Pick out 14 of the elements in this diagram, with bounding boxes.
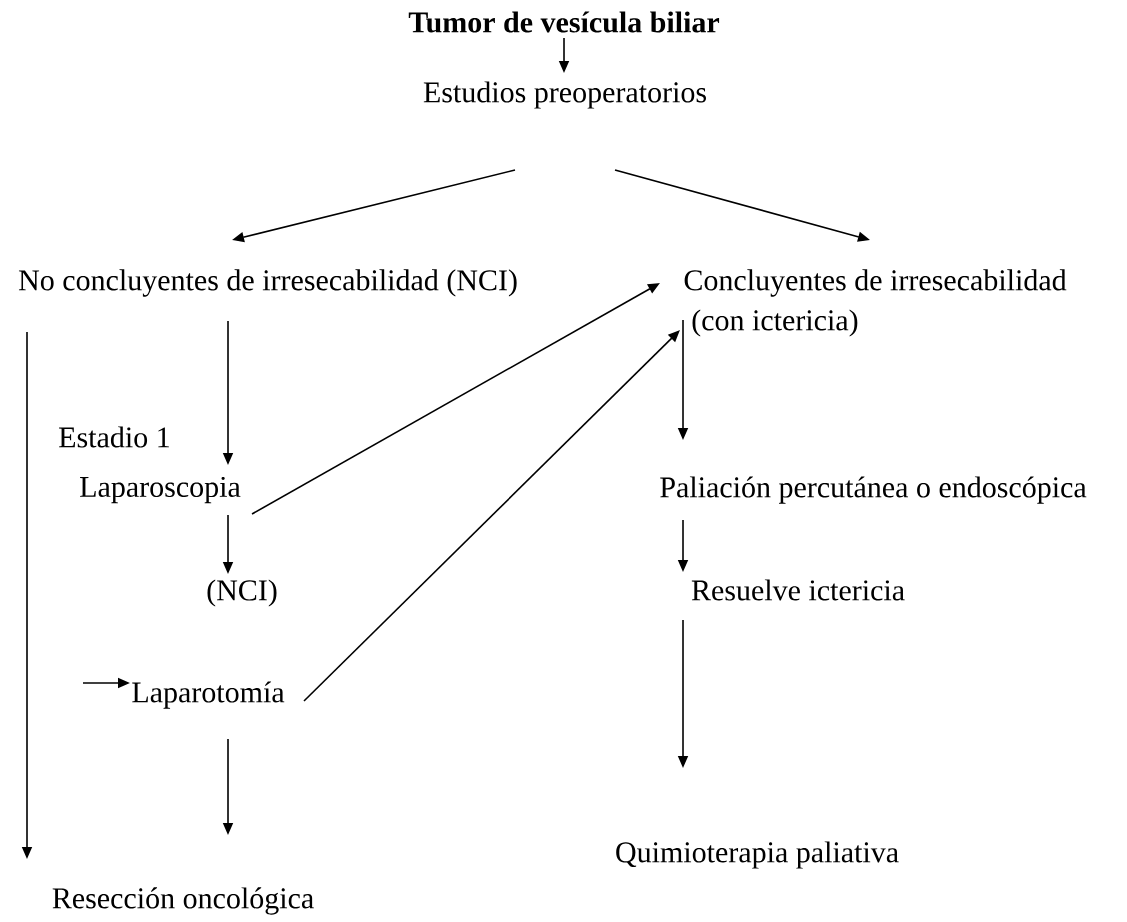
step-text: Resección oncológica [52,887,314,915]
heading-text: Tumor de vesícula biliar [408,11,720,33]
step-text: Resuelve ictericia [691,579,905,601]
step-text: Laparoscopia [80,476,241,504]
step-text: Concluyentes de irresecabilidad [684,269,1067,297]
step-text: Quimioterapia paliativa [616,841,899,869]
arrow [303,330,680,702]
step-text: Estudios preoperatorios [423,81,706,109]
step-text: (NCI) [207,579,277,607]
step-text: No concluyentes de irresecabilidad (NCI) [18,269,517,297]
edge-label: (con ictericia) [690,308,860,338]
stage-label: Estadio 1 [59,426,169,448]
step-text: Laparotomía [132,681,285,709]
step-text: Paliación percutánea o endoscópica [660,476,1087,504]
